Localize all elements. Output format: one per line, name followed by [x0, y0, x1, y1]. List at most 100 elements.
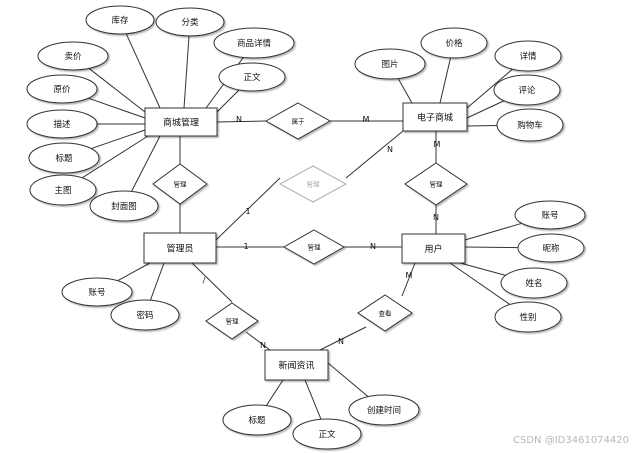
relationship-label: 属于	[292, 118, 306, 126]
attribute-a-kucun: 库存	[85, 5, 155, 35]
attribute-label: 评论	[518, 85, 536, 96]
cardinality-label: M	[406, 271, 413, 280]
entity-user: 用户	[401, 233, 466, 264]
cardinality-label: N	[387, 145, 393, 154]
relationship-edge	[345, 130, 404, 179]
relationship-r-manage-emall: 管理	[404, 162, 468, 206]
attribute-label: 姓名	[525, 278, 542, 289]
attribute-ellipse	[517, 233, 585, 263]
entity-mall-mgmt: 商城管理	[144, 107, 218, 137]
relationship-diamond	[357, 294, 413, 332]
attribute-ellipse	[348, 394, 420, 426]
attribute-ellipse	[213, 27, 295, 59]
attribute-label: 创建时间	[367, 405, 401, 416]
attribute-edge	[88, 97, 146, 119]
attribute-ellipse	[26, 74, 98, 104]
attribute-label: 购物车	[517, 120, 543, 131]
attribute-label: 价格	[445, 38, 463, 49]
relationship-label: 查看	[379, 309, 393, 318]
attribute-label: 库存	[111, 15, 129, 26]
cardinality-label: N	[338, 337, 344, 346]
entity-label: 电子商城	[417, 112, 453, 124]
attribute-a-fenlei: 分类	[155, 7, 225, 37]
attribute-label: 标题	[55, 153, 73, 164]
attribute-ellipse	[61, 277, 133, 307]
entity-news: 新闻资讯	[264, 349, 329, 381]
watermark: CSDN @ID3461074420	[513, 435, 629, 446]
relationship-diamond	[282, 229, 346, 265]
attribute-label: 性别	[519, 312, 536, 323]
attribute-edge	[131, 135, 161, 192]
attribute-edge	[216, 89, 240, 113]
relationship-edge	[245, 331, 271, 351]
attribute-ellipse	[155, 7, 225, 37]
attribute-a-mima: 密码	[110, 299, 180, 331]
attribute-a-pinglun: 评论	[493, 74, 561, 106]
cardinality-label: M	[363, 115, 370, 124]
attribute-label: 详情	[519, 51, 537, 62]
cardinality-label: N	[370, 242, 376, 251]
attribute-label: 描述	[53, 119, 71, 130]
attribute-edge	[459, 262, 506, 276]
attribute-edge	[464, 222, 522, 241]
entity-label: 新闻资讯	[278, 360, 314, 372]
attribute-edge	[88, 68, 146, 113]
relationship-diamond	[205, 302, 259, 340]
attribute-a-maijia: 卖价	[37, 41, 109, 71]
attribute-ellipse	[496, 108, 564, 142]
cardinality-label: N	[260, 341, 266, 350]
attribute-ellipse	[110, 299, 180, 331]
attribute-a-zhutu: 主图	[29, 174, 97, 206]
attribute-ellipse	[28, 142, 100, 174]
relationship-label: 管理	[430, 180, 444, 189]
relationship-r-user-news: 查看	[357, 294, 413, 332]
attribute-label: 标题	[248, 415, 266, 426]
attribute-label: 账号	[88, 288, 105, 298]
relationship-r-publish: 管理	[278, 165, 348, 203]
attribute-ellipse	[222, 404, 292, 436]
relationship-label: 管理	[308, 243, 322, 252]
entity-label: 管理员	[166, 243, 193, 255]
attribute-ellipse	[218, 62, 286, 92]
cardinality-label: N	[433, 213, 439, 222]
attribute-a-fengmian: 封面图	[89, 190, 159, 222]
attribute-a-xingbie: 性别	[494, 301, 562, 333]
attribute-ellipse	[354, 48, 426, 80]
cardinality-label: N	[236, 115, 242, 124]
attribute-ellipse	[85, 5, 155, 35]
attribute-edge	[304, 379, 322, 420]
attribute-ellipse	[292, 418, 362, 450]
relationship-diamond	[404, 162, 468, 206]
relationship-diamond	[152, 163, 208, 205]
entity-label: 用户	[424, 243, 442, 255]
attribute-label: 封面图	[111, 201, 137, 212]
relationship-label: 管理	[226, 317, 240, 326]
attribute-label: 卖价	[64, 52, 82, 62]
cardinality-label: 1	[245, 207, 250, 216]
attribute-edge	[397, 78, 413, 104]
entity-emall: 电子商城	[402, 102, 468, 132]
attribute-ellipse	[493, 74, 561, 106]
attribute-label: 主图	[54, 185, 71, 196]
attribute-ellipse	[37, 41, 109, 71]
attribute-edge	[449, 262, 511, 305]
relationship-edge	[319, 326, 367, 351]
entity-box	[264, 349, 329, 381]
attribute-edge	[149, 262, 165, 301]
attribute-edge	[327, 362, 369, 398]
attribute-label: 密码	[136, 310, 153, 321]
attribute-a-zhengwen2: 正文	[292, 418, 362, 450]
attribute-a-miaoshu: 描述	[26, 109, 98, 139]
attribute-label: 图片	[381, 59, 398, 70]
attribute-ellipse	[494, 301, 562, 333]
relationship-diamond	[264, 102, 332, 140]
attribute-a-yuanjia: 原价	[26, 74, 98, 104]
relationship-r-manage-mall: 管理	[152, 163, 208, 205]
attribute-edge	[125, 33, 161, 109]
relationship-edge	[401, 262, 416, 297]
attribute-ellipse	[420, 27, 488, 59]
relationship-diamond	[278, 165, 348, 203]
relationship-r-admin-news: 管理	[205, 302, 259, 340]
attribute-edge	[117, 262, 151, 282]
